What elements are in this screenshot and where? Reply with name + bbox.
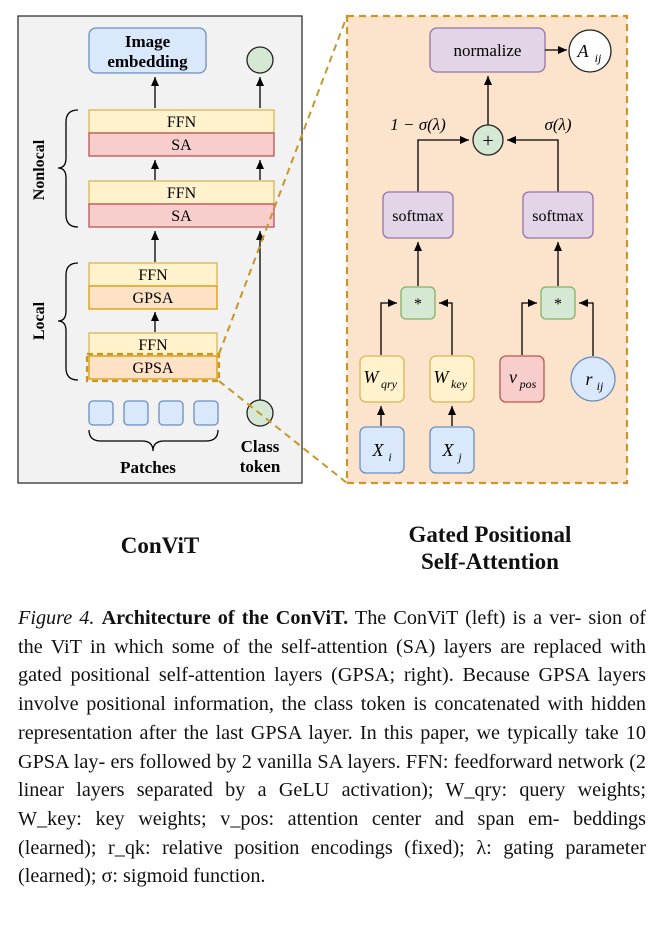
patch-square-2 <box>123 400 149 426</box>
local-brace <box>57 262 79 381</box>
caption-title: Architecture of the ConViT. <box>101 607 349 629</box>
softmax-right-label: softmax <box>532 208 584 225</box>
architecture-figure: Image embedding FFN SA FFN SA FFN GPSA F… <box>17 14 629 485</box>
caption-line-4: right). Because GPSA layers involve posi… <box>18 664 647 716</box>
attention-output-subscript: ij <box>595 51 602 65</box>
caption-line-1: The ConViT (left) is a ver- <box>348 607 582 629</box>
image-embedding-label-1: Image <box>125 32 171 51</box>
ffn-label-4: FFN <box>138 337 168 354</box>
figure-label: Figure 4. <box>18 607 95 629</box>
arrow <box>579 299 594 356</box>
sa-block-1 <box>88 132 275 157</box>
class-token-output-circle <box>246 46 274 74</box>
left-gate-label: 1 − σ(λ) <box>390 115 446 134</box>
w-qry-box <box>359 355 405 403</box>
sa-label-2: SA <box>171 208 192 225</box>
patches-brace <box>88 429 219 452</box>
v-pos-box <box>499 355 545 403</box>
gpsa-title-line-1: Gated Positional <box>408 522 572 547</box>
zoom-connector-bottom <box>218 380 348 484</box>
sum-node <box>472 124 504 156</box>
gpsa-block-1 <box>88 285 218 310</box>
w-qry-label: W <box>364 367 381 387</box>
zoom-connector-top <box>218 15 348 355</box>
softmax-left-label: softmax <box>392 208 444 225</box>
x-i-box <box>359 426 405 474</box>
gpsa-panel <box>345 14 629 485</box>
sum-symbol: + <box>482 130 493 152</box>
softmax-left-box <box>382 191 454 239</box>
local-label: Local <box>31 301 48 340</box>
image-embedding-label-2: embedding <box>107 52 188 71</box>
x-j-box <box>429 426 475 474</box>
w-key-box <box>429 355 475 403</box>
patch-square-4 <box>193 400 219 426</box>
gpsa-label-1: GPSA <box>133 290 174 307</box>
gpsa-title-line-2: Self-Attention <box>421 549 559 574</box>
multiply-left-symbol: * <box>414 296 422 313</box>
gpsa-label-2: GPSA <box>133 360 174 377</box>
normalize-label: normalize <box>454 41 522 60</box>
patches-label: Patches <box>120 458 176 477</box>
w-qry-subscript: qry <box>381 377 398 391</box>
right-gate-label: σ(λ) <box>544 115 571 134</box>
ffn-label-1: FFN <box>167 114 197 131</box>
multiply-right-symbol: * <box>554 296 562 313</box>
caption-line-10: beddings (learned); r_qk: relative posit… <box>18 807 647 859</box>
x-j-label: X <box>442 440 455 460</box>
arrow <box>507 136 559 192</box>
arrow <box>380 299 397 355</box>
r-ij-subscript: ij <box>597 379 604 393</box>
patch-square-1 <box>88 400 114 426</box>
class-token-label-1: Class <box>241 437 280 456</box>
caption-line-2: sion of the ViT in which some of the sel… <box>18 607 647 658</box>
image-embedding-box <box>88 27 207 74</box>
caption-line-3: are replaced with gated positional self-… <box>18 635 646 687</box>
caption-line-11: gating parameter (learned); σ: sigmoid f… <box>18 836 647 888</box>
gpsa-block-2 <box>88 355 218 380</box>
caption-line-5: class token is concatenated with hidden … <box>18 693 646 744</box>
caption-line-6: last GPSA layer. In this paper, we typic… <box>18 721 646 773</box>
gpsa-title: Gated Positional Self-Attention <box>350 521 630 575</box>
v-pos-subscript: pos <box>519 377 537 391</box>
arrow <box>439 299 453 355</box>
arrow <box>417 136 469 192</box>
x-j-subscript: j <box>456 450 462 464</box>
patch-square-3 <box>158 400 184 426</box>
convit-title: ConViT <box>120 533 200 558</box>
softmax-right-box <box>522 191 594 239</box>
attention-output-circle <box>568 29 612 73</box>
multiply-right-node <box>540 286 576 320</box>
w-key-subscript: key <box>451 377 468 391</box>
ffn-label-2: FFN <box>167 185 197 202</box>
w-key-label: W <box>434 367 451 387</box>
class-token-label-2: token <box>240 457 281 476</box>
attention-output-label: A <box>577 41 590 61</box>
sa-label-1: SA <box>171 137 192 154</box>
x-i-subscript: i <box>388 450 391 464</box>
caption-line-8: (2 linear layers separated by a GeLU act… <box>18 750 647 802</box>
v-pos-label: v <box>509 367 517 387</box>
nonlocal-brace <box>57 109 79 228</box>
arrow <box>521 299 537 355</box>
caption-line-7: ers followed by 2 vanilla SA layers. FFN… <box>110 750 624 773</box>
gpsa-highlight-dashed <box>85 352 221 383</box>
r-ij-label: r <box>585 369 593 389</box>
figure-caption: Figure 4. Architecture of the ConViT. Th… <box>18 604 646 891</box>
x-i-label: X <box>372 440 385 460</box>
sa-block-2 <box>88 203 275 228</box>
nonlocal-label: Nonlocal <box>31 139 48 200</box>
caption-line-9: weights; W_key: key weights; v_pos: atte… <box>18 779 647 830</box>
r-ij-circle <box>570 356 616 402</box>
multiply-left-node <box>400 286 436 320</box>
ffn-label-3: FFN <box>138 267 168 284</box>
